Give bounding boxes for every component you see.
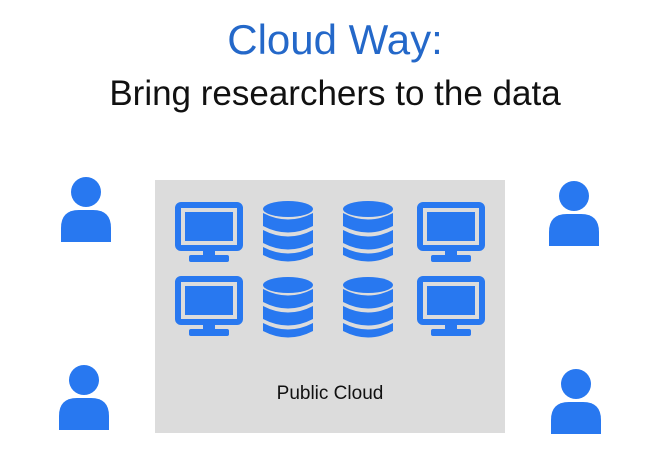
public-cloud-label: Public Cloud bbox=[276, 383, 384, 404]
diagram-title: Cloud Way: bbox=[227, 16, 443, 63]
person-icon bbox=[550, 368, 602, 434]
monitor-icon bbox=[175, 276, 243, 338]
monitor-icon bbox=[175, 202, 243, 264]
monitor-icon bbox=[417, 202, 485, 264]
database-icon bbox=[341, 200, 395, 264]
database-icon bbox=[261, 200, 315, 264]
person-icon bbox=[548, 180, 600, 246]
database-icon bbox=[261, 276, 315, 340]
person-icon bbox=[58, 364, 110, 430]
person-icon bbox=[60, 176, 112, 242]
diagram-subtitle: Bring researchers to the data bbox=[109, 74, 561, 113]
database-icon bbox=[341, 276, 395, 340]
monitor-icon bbox=[417, 276, 485, 338]
public-cloud-box: Public Cloud bbox=[155, 180, 505, 433]
